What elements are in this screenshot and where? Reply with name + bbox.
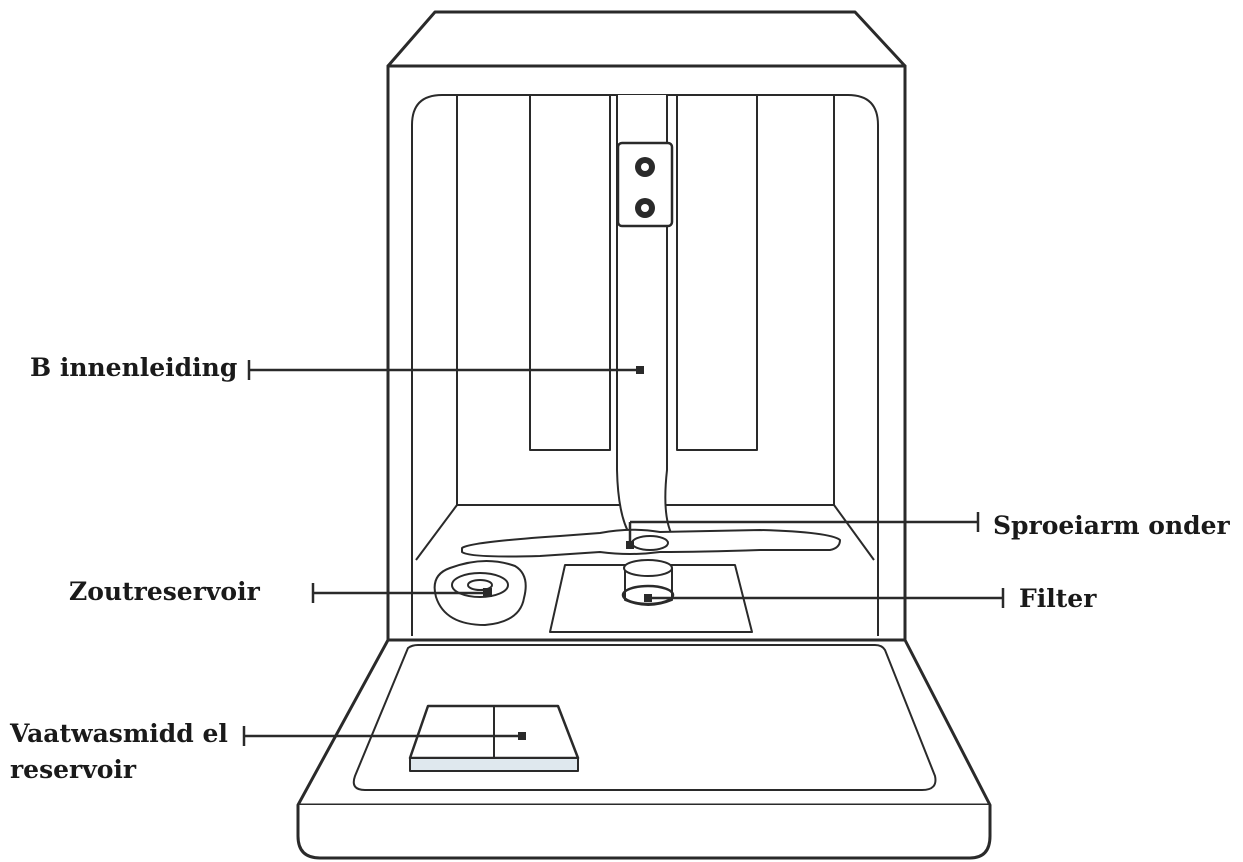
tub-floor-left <box>415 504 458 561</box>
label-salt-reservoir: Zoutreservoir <box>69 577 260 606</box>
back-panel-left <box>529 94 611 451</box>
label-detergent-reservoir: Vaatwasmidd el reservoir <box>10 716 228 788</box>
detergent-front <box>409 757 579 772</box>
door-front-face <box>296 805 992 860</box>
pointer-salt <box>483 588 492 597</box>
back-panel-right <box>676 94 758 451</box>
label-lower-spray-arm: Sproeiarm onder <box>993 511 1230 540</box>
label-detergent-line1: Vaatwasmidd el <box>10 719 228 748</box>
lower-spray-arm <box>461 528 841 558</box>
label-inner-pipe: B innenleiding <box>30 353 238 382</box>
pointer-detergent <box>518 732 526 740</box>
label-detergent-line2: reservoir <box>10 755 137 784</box>
pointer-filter <box>644 594 652 602</box>
pointer-inner-pipe <box>636 366 644 374</box>
tub-floor-right <box>833 504 875 561</box>
cabinet-top <box>386 10 907 68</box>
pipe-connector <box>616 141 674 228</box>
label-filter: Filter <box>1019 584 1097 613</box>
